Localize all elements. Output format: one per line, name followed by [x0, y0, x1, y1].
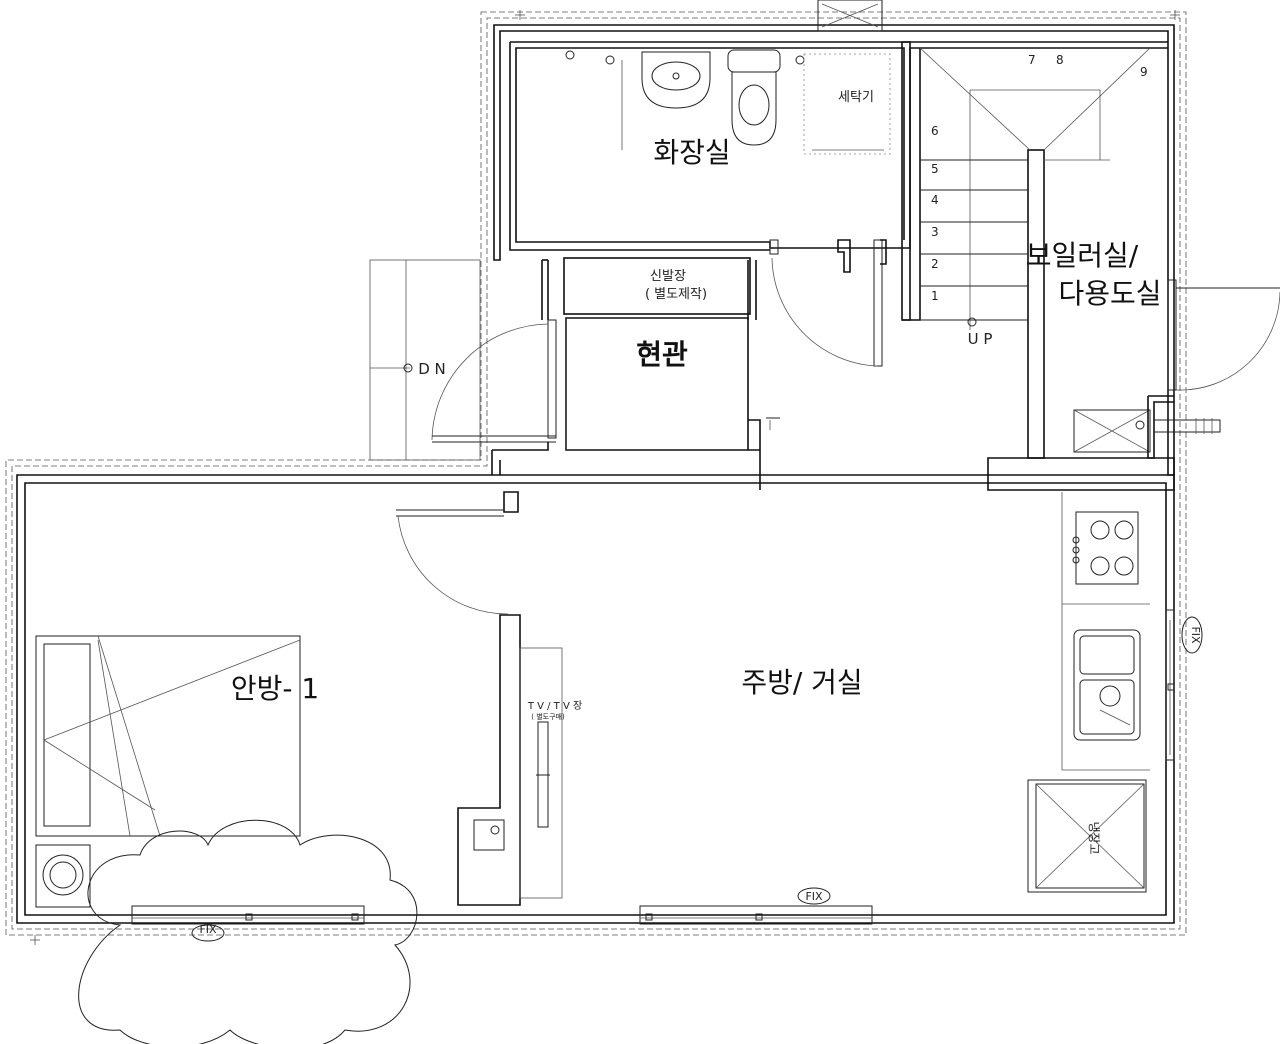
kitchen-counter: FIX: [1061, 492, 1203, 771]
step-number: 5: [931, 162, 939, 176]
step-number: 6: [931, 124, 939, 138]
cooktop-icon: [1072, 511, 1139, 585]
room-label-master-bedroom: 안방- 1: [231, 672, 319, 705]
shoe-cabinet-note: ( 별도제작): [645, 287, 707, 302]
fridge-label: 냉장고: [1087, 821, 1101, 854]
outer-boundary: [5, 10, 1187, 945]
room-label-bathroom: 화장실: [653, 136, 730, 169]
stair-down-label: D N: [418, 360, 446, 378]
bottom-windows: FIX FIX: [131, 887, 873, 942]
laundry-label: 세탁기: [838, 90, 874, 105]
tree-cloud: [78, 819, 418, 1044]
entrance-door[interactable]: [431, 319, 557, 443]
bathroom: 세탁기 화장실: [509, 41, 911, 251]
exterior-walls: [16, 0, 1175, 924]
tv-label: T V / T V 장: [527, 700, 582, 712]
bedroom-door[interactable]: [396, 509, 509, 615]
room-label-entrance: 현관: [636, 338, 688, 371]
washbasin-icon: [641, 51, 711, 109]
room-label-kitchen-living: 주방/ 거실: [741, 666, 862, 699]
fix-window-left: FIX: [199, 923, 217, 936]
step-number: 1: [931, 289, 939, 303]
entrance: 신발장 ( 별도제작) 현관: [431, 257, 780, 490]
room-label-boiler-2: 다용도실: [1058, 277, 1161, 310]
sink-icon: [1073, 629, 1141, 741]
exterior-stair: D N: [369, 259, 481, 461]
fix-window-center: FIX: [805, 890, 823, 903]
boiler-door[interactable]: [1167, 279, 1280, 391]
stair-up-label: U P: [968, 330, 993, 348]
room-label-boiler-1: 보일러실/: [1026, 239, 1139, 272]
bedroom-partition: [396, 491, 521, 906]
step-number: 7: [1028, 53, 1036, 67]
refrigerator-icon: 냉장고: [1027, 779, 1147, 893]
tv-stand: T V / T V 장 ( 별도구매): [519, 647, 582, 899]
interior-stair: 1 2 3 4 5 6 7 8 9 U P 보일러실/ 다용도실: [901, 41, 1280, 491]
fix-window-right: FIX: [1189, 626, 1202, 644]
toilet-icon: [727, 49, 781, 146]
step-number: 8: [1056, 53, 1064, 67]
step-number: 3: [931, 225, 939, 239]
shoe-cabinet-label: 신발장: [650, 269, 686, 284]
step-number: 9: [1140, 65, 1148, 79]
boiler-icon: [1073, 409, 1151, 453]
step-number: 2: [931, 257, 939, 271]
bathroom-door[interactable]: [769, 239, 887, 367]
step-number: 4: [931, 193, 939, 207]
washing-machine-icon: [803, 53, 891, 155]
tv-note: ( 별도구매): [531, 712, 565, 721]
bed-icon: [35, 635, 301, 908]
